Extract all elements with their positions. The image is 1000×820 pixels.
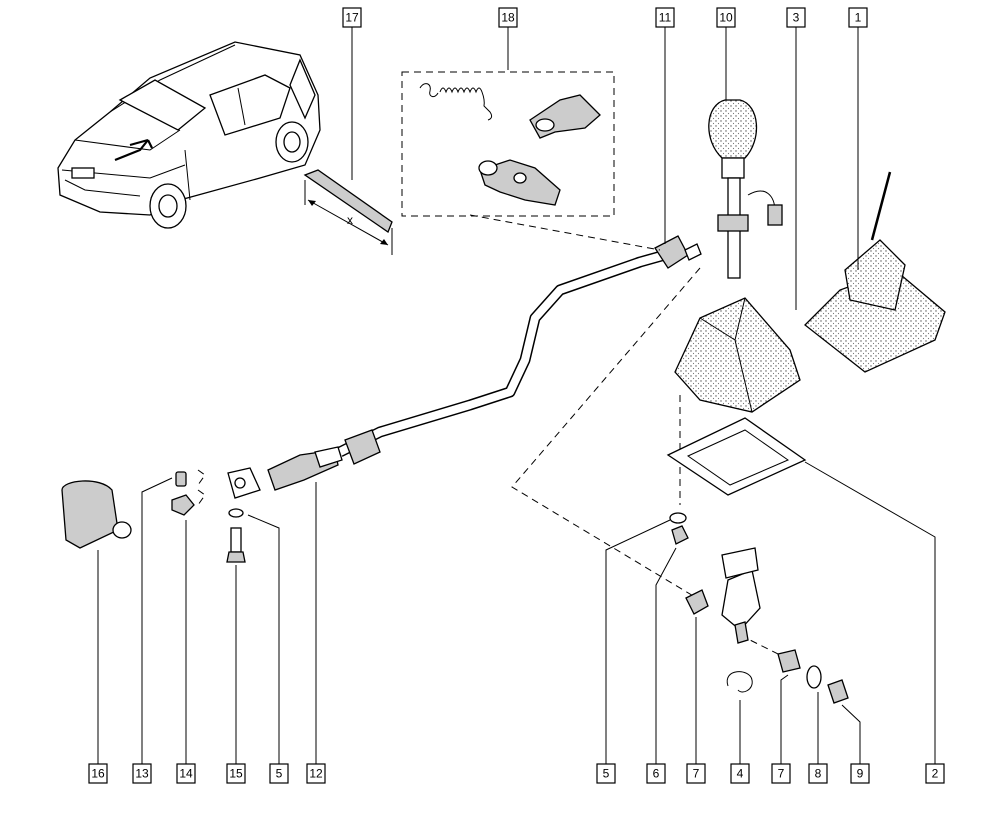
callout-15: 15 <box>226 763 246 784</box>
callout-14: 14 <box>176 763 196 784</box>
cable-tie-part: x <box>303 169 393 255</box>
leader-lines <box>97 27 936 764</box>
shift-base-part <box>804 171 946 373</box>
gear-knob-lever <box>708 99 783 279</box>
callout-2: 2 <box>925 763 945 784</box>
callout-6: 6 <box>646 763 666 784</box>
top-callouts: 17 18 11 10 3 1 <box>342 7 868 28</box>
kit-parts-group <box>401 71 615 217</box>
callout-1: 1 <box>848 7 868 28</box>
callout-5b: 5 <box>596 763 616 784</box>
small-hardware-right <box>669 512 849 704</box>
callout-13: 13 <box>132 763 152 784</box>
vehicle-illustration <box>57 41 321 229</box>
callout-4: 4 <box>730 763 750 784</box>
svg-text:3: 3 <box>793 11 800 25</box>
svg-text:17: 17 <box>345 11 359 25</box>
callout-3: 3 <box>786 7 806 28</box>
callout-16: 16 <box>88 763 108 784</box>
callout-12: 12 <box>306 763 326 784</box>
callout-8: 8 <box>808 763 828 784</box>
svg-text:11: 11 <box>659 11 672 25</box>
svg-text:8: 8 <box>815 767 822 781</box>
svg-text:14: 14 <box>179 767 193 781</box>
callout-18: 18 <box>498 7 518 28</box>
svg-text:5: 5 <box>276 767 283 781</box>
svg-text:16: 16 <box>91 767 105 781</box>
svg-text:12: 12 <box>309 767 323 781</box>
svg-text:5: 5 <box>603 767 610 781</box>
svg-text:7: 7 <box>693 767 700 781</box>
gear-cable <box>267 235 702 491</box>
svg-text:2: 2 <box>932 767 939 781</box>
callout-5a: 5 <box>269 763 289 784</box>
svg-text:13: 13 <box>135 767 149 781</box>
callout-7b: 7 <box>771 763 791 784</box>
svg-text:6: 6 <box>653 767 660 781</box>
svg-text:9: 9 <box>857 767 864 781</box>
gasket-part <box>666 417 807 496</box>
guide-line-kit <box>469 214 661 251</box>
svg-text:7: 7 <box>778 767 785 781</box>
callout-7a: 7 <box>686 763 706 784</box>
svg-text:1: 1 <box>855 11 862 25</box>
guide-line-bolt <box>739 634 781 656</box>
svg-text:15: 15 <box>229 767 243 781</box>
callout-9: 9 <box>850 763 870 784</box>
svg-text:4: 4 <box>737 767 744 781</box>
guide-line-clip <box>511 267 701 601</box>
small-hardware-left <box>61 467 261 563</box>
bottom-callouts: 16 13 14 15 5 12 5 6 7 4 7 8 9 2 <box>88 763 945 784</box>
shift-housing-part <box>674 297 801 413</box>
svg-text:18: 18 <box>501 11 515 25</box>
callout-17: 17 <box>342 7 362 28</box>
callout-11: 11 <box>655 7 675 28</box>
dimension-x-label: x <box>347 213 353 227</box>
svg-text:10: 10 <box>719 11 733 25</box>
callout-10: 10 <box>716 7 736 28</box>
